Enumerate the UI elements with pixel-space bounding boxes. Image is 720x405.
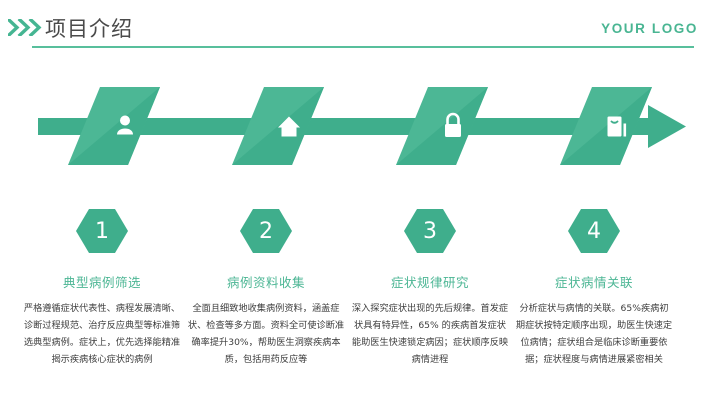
step-block-4 [560,87,652,165]
content-columns: 典型病例筛选 严格遵循症状代表性、病程发展清晰、诊断过程规范、治疗反应典型等标准… [0,272,720,402]
step-number-label: 1 [95,218,109,244]
column-body: 严格遵循症状代表性、病程发展清晰、诊断过程规范、治疗反应典型等标准筛选典型病例。… [23,303,181,366]
step-number-badge: 3 [404,205,456,257]
home-icon [278,116,300,137]
process-arrow-banner [0,85,720,175]
arrow-shaft [38,105,686,148]
column-body: 深入探究症状出现的先后规律。首发症状具有特异性，65% 的疾病首发症状能助医生快… [351,303,509,366]
step-number-badge: 2 [240,205,292,257]
column-body: 分析症状与病情的关联。65%疾病初期症状按特定顺序出现，助医生快速定位病情；症状… [515,303,673,366]
step-block-2 [232,87,324,165]
page-title: 项目介绍 [45,17,133,41]
step-block-1 [68,87,160,165]
step-number-badge: 4 [568,205,620,257]
step-number-label: 3 [423,218,437,244]
column-title: 典型病例筛选 [62,275,141,290]
content-column: 症状规律研究 深入探究症状出现的先后规律。首发症状具有特异性，65% 的疾病首发… [347,272,513,368]
step-number-label: 4 [587,218,601,244]
logo-text: YOUR LOGO [601,21,698,36]
column-body: 全面且细致地收集病例资料，涵盖症状、检查等多方面。资料全可使诊断准确率提升30%… [187,303,345,366]
column-title: 症状病情关联 [554,275,633,290]
lock-icon [445,112,461,137]
content-column: 病例资料收集 全面且细致地收集病例资料，涵盖症状、检查等多方面。资料全可使诊断准… [183,272,349,368]
page-header: 项目介绍 YOUR LOGO [0,0,720,58]
double-chevron-right-icon [8,19,42,36]
step-number-badge: 1 [76,205,128,257]
header-divider [32,46,694,48]
content-column: 症状病情关联 分析症状与病情的关联。65%疾病初期症状按特定顺序出现，助医生快速… [511,272,677,368]
column-title: 症状规律研究 [390,275,469,290]
step-block-3 [396,87,488,165]
step-number-label: 2 [259,218,273,244]
step-number-row: 1 2 3 4 [0,205,720,257]
person-icon [117,115,133,135]
clipboard-icon [607,116,627,137]
column-title: 病例资料收集 [226,275,305,290]
content-column: 典型病例筛选 严格遵循症状代表性、病程发展清晰、诊断过程规范、治疗反应典型等标准… [19,272,185,368]
